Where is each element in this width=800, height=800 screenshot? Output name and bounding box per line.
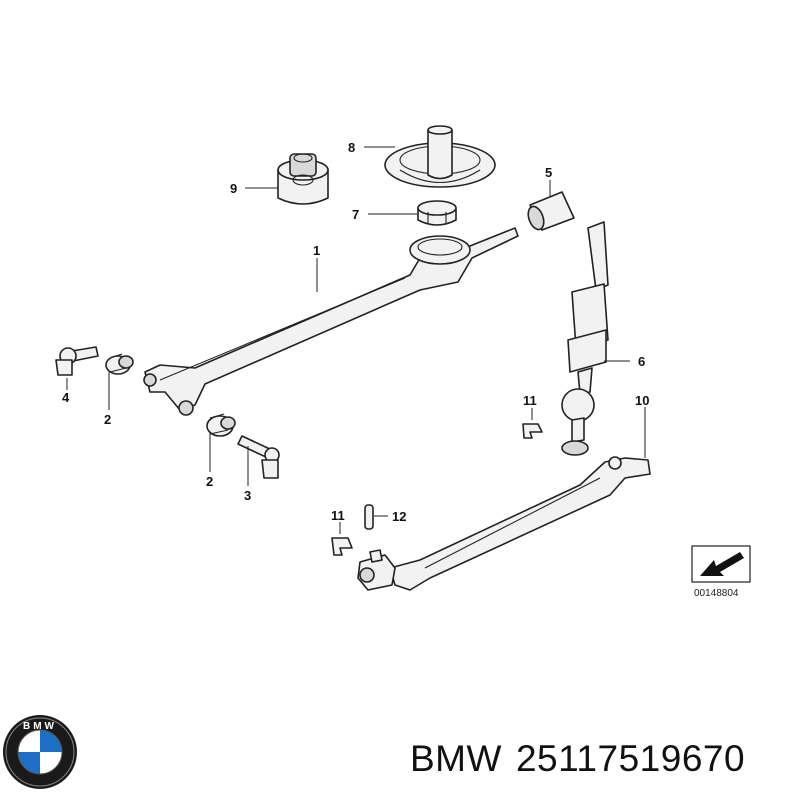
callout-2-upper: 2 [104, 412, 111, 427]
part-12-pin [364, 504, 374, 530]
diagram-code: 00148804 [694, 588, 739, 599]
part-6-shift-lever [561, 221, 609, 456]
orientation-badge: 00148804 [691, 545, 751, 599]
part-2-bushing-lower [206, 413, 236, 437]
direction-arrow-icon [700, 552, 744, 576]
callout-labels: 8 9 5 7 1 6 4 2 2 3 11 10 11 12 [62, 140, 649, 524]
callout-12: 12 [392, 509, 406, 524]
part-3-pin-right [237, 435, 280, 479]
bmw-logo-icon: BMW [3, 715, 77, 789]
brand-name: BMW [410, 738, 502, 779]
part-2-bushing-upper [105, 353, 134, 375]
callout-4: 4 [62, 390, 70, 405]
callout-7: 7 [352, 207, 359, 222]
part-11-clip-lower [331, 537, 353, 556]
part-1-selector-arm [143, 227, 519, 416]
callout-3: 3 [244, 488, 251, 503]
logo-letters: BMW [23, 721, 57, 732]
part-8-cover-plate [384, 125, 496, 188]
yoke-joint [357, 549, 396, 591]
part-5-sleeve [527, 191, 575, 231]
part-7-ring [417, 200, 457, 226]
part-caption: BMW 25117519670 [410, 738, 795, 782]
callout-10: 10 [635, 393, 649, 408]
part-10-linkage-rod [389, 456, 651, 591]
callout-11-upper: 11 [523, 393, 537, 408]
callout-2-lower: 2 [206, 474, 213, 489]
part-number: 25117519670 [515, 738, 746, 779]
callout-6: 6 [638, 354, 645, 369]
part-9-bushing-block [277, 153, 329, 205]
leader-lines [66, 146, 646, 534]
part-11-clip-upper [522, 423, 543, 439]
callout-5: 5 [545, 165, 552, 180]
callout-11-lower: 11 [331, 508, 345, 523]
callout-8: 8 [348, 140, 355, 155]
callout-1: 1 [313, 243, 320, 258]
part-4-pin-left [55, 346, 99, 376]
callout-9: 9 [230, 181, 237, 196]
